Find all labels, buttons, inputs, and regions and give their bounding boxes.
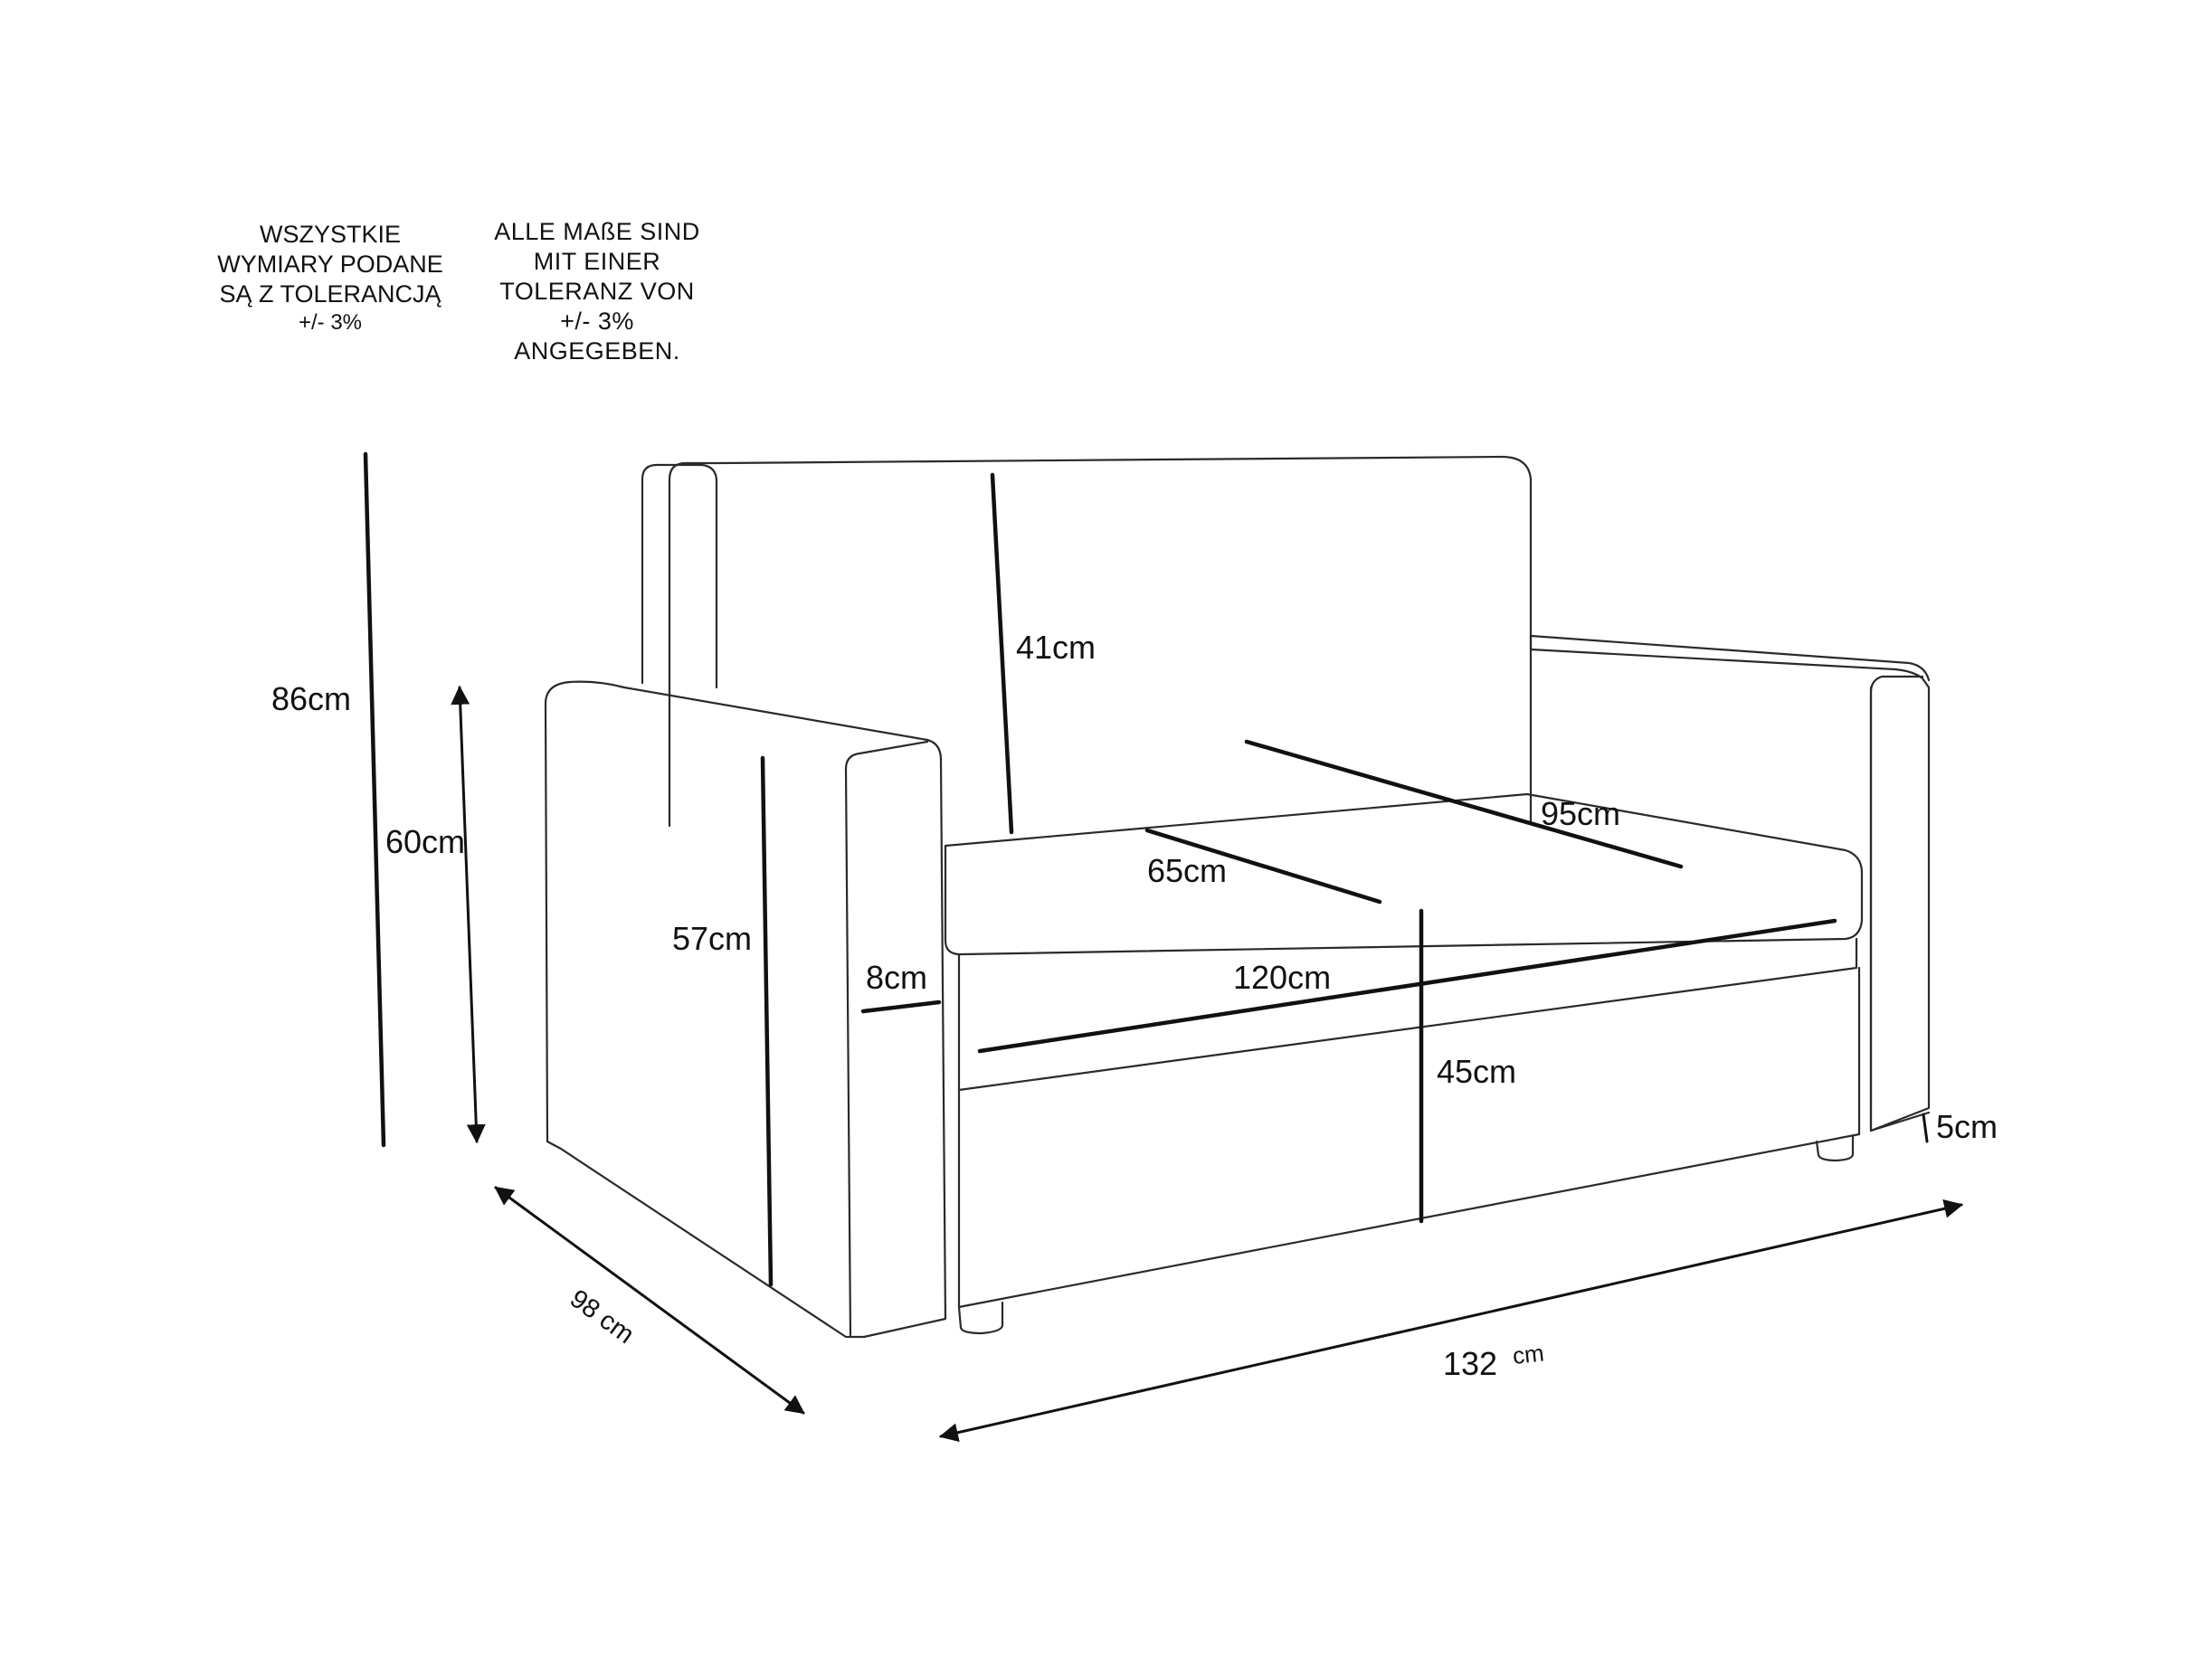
- label-45cm: 45cm: [1437, 1053, 1516, 1090]
- height-57-line: [760, 755, 774, 1287]
- sofa-base-front: [957, 966, 1861, 1309]
- note-line: ANGEGEBEN.: [514, 336, 680, 365]
- label-57cm: 57cm: [672, 920, 752, 957]
- dimension-lines: [363, 451, 1964, 1443]
- height-86-line: [363, 451, 386, 1148]
- tolerance-note-polish: WSZYSTKIE WYMIARY PODANE SĄ Z TOLERANCJĄ…: [185, 220, 475, 336]
- tolerance-note-german: ALLE MAßE SIND MIT EINER TOLERANZ VON +/…: [470, 217, 724, 366]
- height-60-arrow: [451, 685, 486, 1144]
- label-95cm: 95cm: [1541, 795, 1620, 832]
- note-line: MIT EINER: [533, 247, 661, 275]
- right-armrest-top: [1529, 634, 1931, 682]
- label-8cm: 8cm: [866, 959, 927, 996]
- label-5cm: 5cm: [1936, 1108, 1998, 1145]
- seat-cushion-front: [957, 937, 1858, 1092]
- front-left-leg: [957, 1301, 1004, 1335]
- armrest-8-line: [860, 1000, 942, 1014]
- label-60cm: 60cm: [385, 823, 465, 860]
- label-98cm: 98 cm: [565, 1284, 640, 1350]
- note-line: WSZYSTKIE: [259, 221, 401, 248]
- depth-65-line: [1144, 828, 1382, 905]
- backrest-left-post: [641, 463, 718, 689]
- height-41-line: [990, 472, 1014, 835]
- dimension-labels: 86cm 60cm 57cm 41cm 95cm 65cm 8cm 120cm …: [271, 629, 1998, 1382]
- leg-5-line: [1922, 1113, 1929, 1143]
- note-line: ALLE MAßE SIND: [494, 218, 700, 245]
- seat-cushion-top: [944, 792, 1864, 956]
- label-41cm: 41cm: [1016, 629, 1096, 666]
- front-right-leg: [1815, 1134, 1855, 1162]
- label-86cm: 86cm: [271, 680, 351, 717]
- backrest: [668, 455, 1533, 828]
- note-line: TOLERANZ VON: [499, 277, 695, 305]
- width-120-line: [977, 918, 1837, 1054]
- label-65cm: 65cm: [1147, 852, 1227, 889]
- right-armrest: [1529, 634, 1931, 1132]
- depth-98-arrow: [494, 1186, 805, 1415]
- left-armrest-front: [844, 740, 929, 1337]
- right-armrest-front: [1869, 686, 1931, 1132]
- width-132-arrow: [938, 1198, 1964, 1443]
- note-line: +/- 3%: [560, 307, 634, 335]
- note-line: SĄ Z TOLERANCJĄ: [219, 279, 441, 308]
- sofa-outline: [544, 455, 1931, 1339]
- label-132: 132: [1443, 1345, 1497, 1382]
- label-132-unit: cm: [1511, 1340, 1545, 1369]
- depth-95-line: [1244, 739, 1684, 869]
- note-line: +/- 3%: [298, 309, 363, 335]
- label-120cm: 120cm: [1233, 959, 1331, 996]
- note-line: WYMIARY PODANE: [217, 250, 443, 278]
- left-armrest-outer: [544, 680, 947, 1339]
